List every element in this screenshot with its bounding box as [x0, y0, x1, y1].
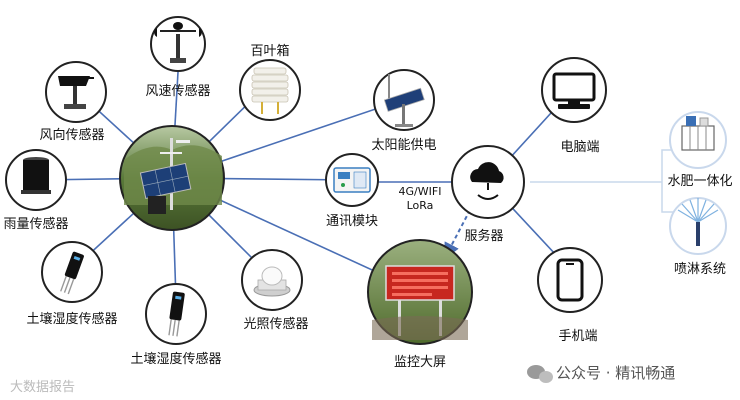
server-label: 服务器	[464, 229, 504, 244]
server-node	[451, 145, 525, 219]
link-protocol-line1: 4G/WIFI	[398, 185, 442, 198]
display-screen-label: 监控大屏	[393, 355, 447, 370]
mobile-client-label: 手机端	[558, 329, 598, 344]
watermark-left: 大数据报告	[10, 380, 76, 395]
soil-humidity-label-1: 土壤湿度传感器	[26, 312, 118, 327]
soil-humidity-node-2	[145, 283, 207, 345]
link-protocol-line2: LoRa	[406, 199, 434, 212]
sprinkler-label: 喷淋系统	[673, 262, 727, 277]
phone-icon	[556, 258, 584, 302]
rain-bucket-icon	[23, 160, 49, 190]
pc-client-label: 电脑端	[560, 140, 600, 155]
comm-module-label: 通讯模块	[325, 214, 379, 229]
solar-power-node	[373, 69, 435, 131]
soil-humidity-label-2: 土壤湿度传感器	[130, 352, 222, 367]
light-sensor-label: 光照传感器	[243, 317, 309, 332]
light-sensor-node	[241, 249, 303, 311]
signal-icon	[477, 194, 499, 200]
wechat-icon	[527, 365, 553, 383]
solar-panel-icon	[383, 87, 425, 112]
soil-humidity-node-1	[41, 241, 103, 303]
wind-speed-node	[150, 16, 206, 72]
fertigation-label: 水肥一体化	[667, 174, 733, 189]
light-dome-icon	[261, 266, 283, 286]
sprinkler-pipe-icon	[696, 222, 700, 246]
cloud-icon	[470, 162, 504, 183]
cup-top-icon	[173, 22, 183, 30]
cup-left-icon	[154, 28, 157, 37]
rain-gauge-node	[5, 149, 67, 211]
weather-station-photo	[119, 125, 225, 231]
link-protocol-label: 4G/WIFI LoRa	[399, 185, 442, 213]
louver-box-label: 百叶箱	[250, 44, 290, 59]
dashed-arrow-server-display	[444, 209, 471, 260]
watermark-right: 公众号 · 精讯畅通	[556, 364, 676, 382]
cup-right-icon	[199, 28, 202, 37]
mobile-client-node	[537, 247, 603, 313]
wind-vane-icon	[58, 76, 90, 86]
solar-power-label: 太阳能供电	[371, 138, 437, 153]
wind-direction-label: 风向传感器	[39, 128, 105, 143]
rain-gauge-label: 雨量传感器	[3, 217, 69, 232]
louver-box-node	[239, 59, 301, 121]
comm-module-node	[325, 153, 379, 207]
wind-direction-node	[45, 61, 107, 123]
sprinkler-node	[669, 197, 727, 255]
light-connectors	[530, 149, 690, 213]
pc-client-node	[541, 57, 607, 123]
water-spray-icon	[677, 198, 719, 223]
display-screen-node	[367, 239, 473, 345]
wind-speed-label: 风速传感器	[145, 84, 211, 99]
fertigation-node	[669, 111, 727, 169]
